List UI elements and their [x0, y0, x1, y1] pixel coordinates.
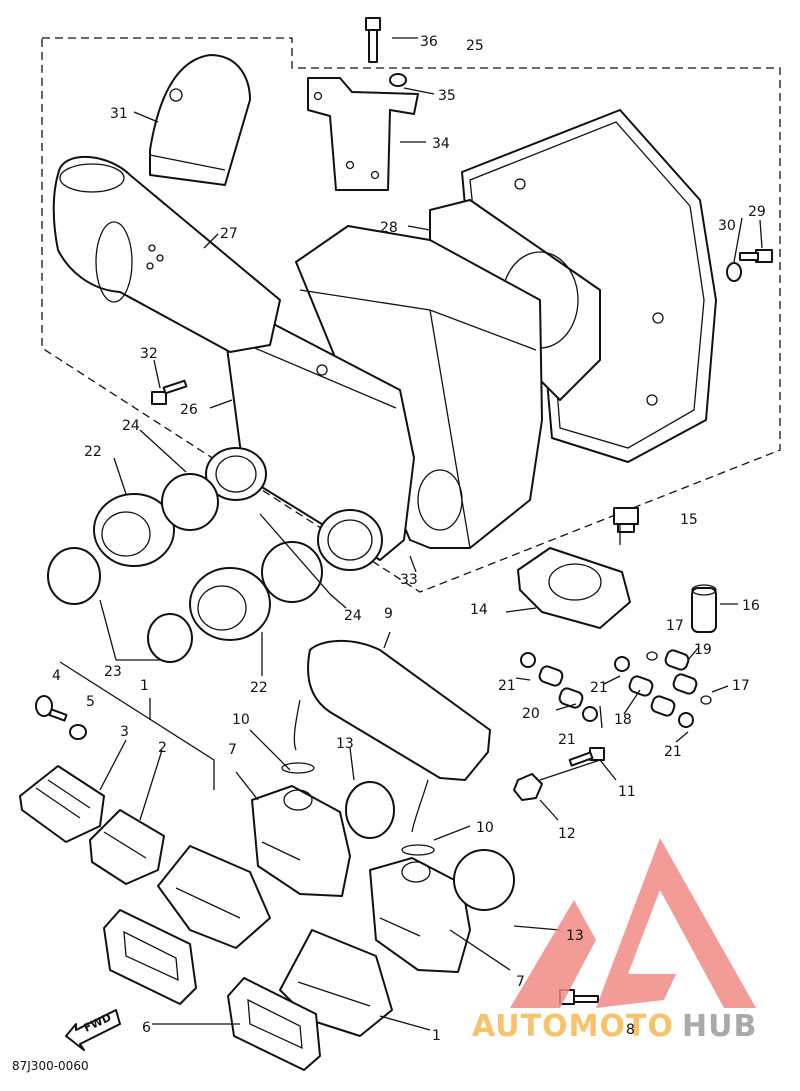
callout-7a: 7 [228, 742, 237, 758]
manifold-lower [369, 857, 471, 973]
air-filter-box-front [225, 317, 415, 561]
callout-34: 34 [432, 136, 450, 152]
callout-19: 19 [694, 642, 712, 658]
callout-21a: 21 [498, 678, 516, 694]
bolt-32 [151, 379, 188, 405]
callout-21d: 21 [664, 744, 682, 760]
bolt-29 [739, 249, 773, 263]
callout-7b: 7 [516, 974, 525, 990]
carburetor-joint-upper-2 [205, 447, 267, 501]
callout-2: 2 [158, 740, 167, 756]
callout-32: 32 [140, 346, 158, 362]
carburetor-joint-lower-2 [317, 509, 383, 571]
callout-21b: 21 [590, 680, 608, 696]
callout-4: 4 [52, 668, 61, 684]
hose-band-13-lower [453, 849, 515, 911]
callout-20: 20 [522, 706, 540, 722]
watermark-text-part1: AUTOMOTO [472, 1009, 674, 1044]
callout-15: 15 [680, 512, 698, 528]
callout-21c: 21 [558, 732, 576, 748]
callout-1a: 1 [140, 678, 149, 694]
callout-22b: 22 [250, 680, 268, 696]
air-filter-box [295, 225, 543, 549]
hose-band-23-upper [47, 547, 101, 605]
callout-16: 16 [742, 598, 760, 614]
callout-30: 30 [718, 218, 736, 234]
bolt-36 [365, 17, 381, 63]
assembly-boundary [41, 37, 781, 593]
leader-lines [59, 37, 763, 1031]
logo-triangle-shape [596, 838, 756, 1008]
intake-duct [52, 155, 281, 353]
o-ring-10-lower [401, 844, 435, 856]
callout-10b: 10 [476, 820, 494, 836]
carburetor-joint-upper [93, 493, 175, 567]
bracket [307, 77, 419, 191]
callout-labels: 1 1 2 3 4 5 6 7 7 8 9 10 10 11 12 13 13 … [52, 34, 766, 1044]
callout-31: 31 [110, 106, 128, 122]
callout-24b: 24 [344, 608, 362, 624]
callout-23: 23 [104, 664, 122, 680]
washer-5 [69, 724, 87, 740]
washer-30 [726, 262, 742, 282]
gasket-6b [227, 977, 321, 1071]
intake-silencer [293, 639, 491, 833]
hose-band-24-upper [161, 473, 219, 531]
callout-12: 12 [558, 826, 576, 842]
callout-9: 9 [384, 606, 393, 622]
callout-13a: 13 [336, 736, 354, 752]
callout-27: 27 [220, 226, 238, 242]
callout-35: 35 [438, 88, 456, 104]
reed-valve-assy-1a [157, 845, 271, 949]
cap-15 [613, 507, 639, 533]
callout-24a: 24 [122, 418, 140, 434]
automotohub-logo-icon [510, 838, 756, 1008]
o-ring-10-upper [281, 762, 315, 774]
watermark-text-part2: HUB [682, 1009, 757, 1044]
manifold-upper [251, 785, 351, 897]
drawing-code: 87J300-0060 [12, 1059, 89, 1073]
reed-valve-2 [89, 809, 165, 885]
gasket-6a [103, 909, 197, 1005]
nut-12 [513, 773, 543, 801]
carburetor-joint-lower [189, 567, 271, 641]
callout-14: 14 [470, 602, 488, 618]
pipe-16 [691, 584, 717, 633]
callout-18: 18 [614, 712, 632, 728]
intake-joint [149, 54, 251, 186]
callout-33: 33 [400, 572, 418, 588]
callout-5: 5 [86, 694, 95, 710]
callout-22a: 22 [84, 444, 102, 460]
callout-36: 36 [420, 34, 438, 50]
callout-6: 6 [142, 1020, 151, 1036]
washer-35 [389, 73, 407, 87]
callout-17a: 17 [666, 618, 684, 634]
oil-tank-cap-assembly [517, 547, 631, 629]
callout-8: 8 [626, 1022, 635, 1038]
callout-29: 29 [748, 204, 766, 220]
screw-4 [35, 695, 68, 722]
callout-28: 28 [380, 220, 398, 236]
reed-valve-3 [19, 765, 105, 843]
callout-10a: 10 [232, 712, 250, 728]
callout-13b: 13 [566, 928, 584, 944]
hose-band-13-upper [345, 781, 395, 839]
callout-3: 3 [120, 724, 129, 740]
callout-17b: 17 [732, 678, 750, 694]
forward-direction-arrow: FWD [65, 1009, 121, 1051]
bolt-11 [568, 747, 605, 767]
hose-band-23-lower [147, 613, 193, 663]
callout-1b: 1 [432, 1028, 441, 1044]
callout-11: 11 [618, 784, 636, 800]
callout-26: 26 [180, 402, 198, 418]
hose-band-24-lower [261, 541, 323, 603]
callout-25: 25 [466, 38, 484, 54]
